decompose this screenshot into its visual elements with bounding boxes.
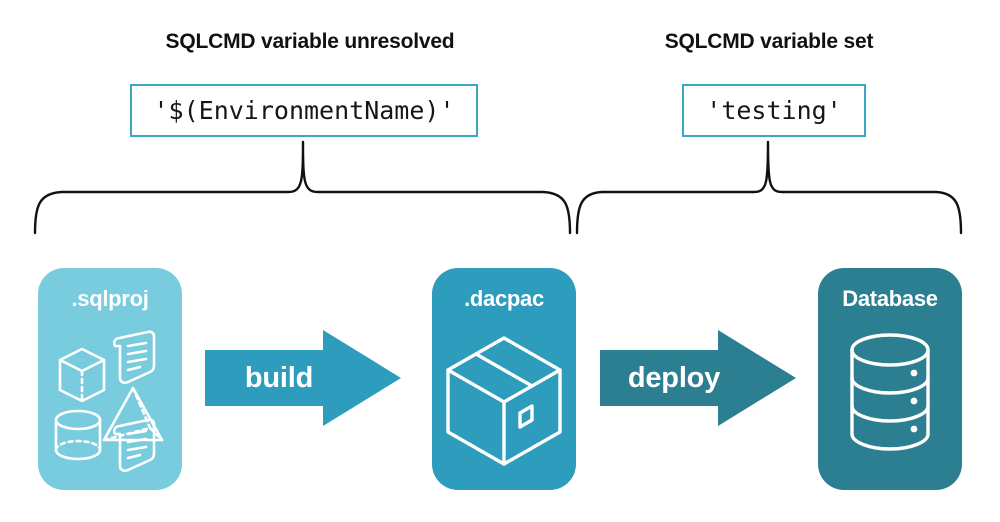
card-database-label: Database bbox=[842, 286, 938, 311]
brace-deploy-icon bbox=[575, 140, 963, 235]
arrow-deploy-icon bbox=[600, 330, 796, 426]
arrow-deploy: deploy bbox=[600, 328, 800, 428]
database-cylinder-icon bbox=[850, 333, 930, 451]
database-status-dots bbox=[910, 369, 918, 433]
arrow-build: build bbox=[205, 328, 405, 428]
card-database: Database bbox=[818, 268, 962, 490]
cylinder-icon bbox=[54, 409, 102, 461]
card-dacpac: .dacpac bbox=[432, 268, 576, 490]
brace-build-icon bbox=[33, 140, 572, 235]
database-artwork bbox=[850, 333, 930, 451]
sqlproj-artwork bbox=[54, 330, 164, 473]
package-box-icon bbox=[446, 336, 562, 466]
card-sqlproj: .sqlproj bbox=[38, 268, 182, 490]
script-scroll-icon-top bbox=[112, 330, 156, 385]
cube-icon bbox=[58, 347, 106, 403]
card-dacpac-label: .dacpac bbox=[464, 286, 544, 311]
section-title-set: SQLCMD variable set bbox=[664, 30, 874, 53]
code-box-set-value: 'testing' bbox=[682, 84, 866, 137]
code-box-unresolved-value: '$(EnvironmentName)' bbox=[130, 84, 478, 137]
arrow-build-icon bbox=[205, 330, 401, 426]
script-scroll-icon-bottom bbox=[112, 418, 156, 473]
card-sqlproj-label: .sqlproj bbox=[71, 286, 149, 311]
section-title-unresolved: SQLCMD variable unresolved bbox=[165, 30, 455, 53]
dacpac-artwork bbox=[446, 336, 562, 466]
